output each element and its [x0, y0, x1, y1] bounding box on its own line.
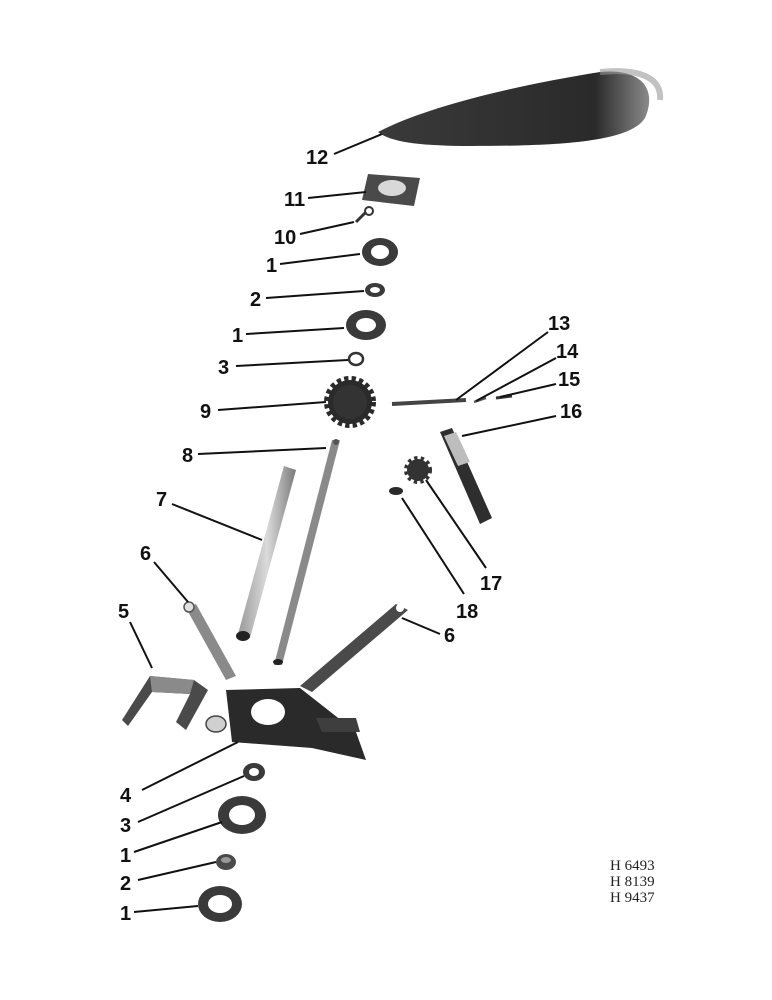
part-18-bolt	[389, 487, 403, 495]
reference-code: H 6493	[610, 858, 655, 874]
leader-2b	[137, 861, 217, 881]
part-4-mounting-plate	[205, 688, 366, 760]
leader-1c	[133, 821, 223, 853]
callout-5: 5	[118, 601, 129, 623]
callout-6: 6	[444, 625, 455, 647]
part-2-bushing-lower	[216, 854, 236, 870]
part-6-link-right	[300, 604, 408, 692]
callout-16: 16	[560, 401, 582, 423]
leader-13	[455, 331, 549, 401]
leader-1b	[245, 327, 345, 335]
leader-9	[217, 401, 327, 411]
callout-4: 4	[120, 785, 132, 807]
leader-3b	[137, 775, 245, 823]
part-5-shield	[122, 676, 208, 730]
leader-5	[129, 621, 153, 669]
part-12-blade	[378, 68, 664, 146]
callout-1: 1	[120, 845, 131, 867]
callout-labels: 12 11 10 1 2 1 3 9 8 13 14 15 16 7 6 5 1…	[118, 147, 582, 925]
part-13-rod	[391, 398, 467, 406]
leader-3a	[235, 359, 349, 367]
part-9-sprocket	[324, 376, 376, 428]
leader-10	[299, 221, 355, 235]
leader-1a	[279, 253, 361, 265]
callout-7: 7	[156, 489, 167, 511]
part-14-clip	[473, 396, 487, 404]
leader-7	[171, 503, 263, 541]
part-16-strap	[440, 428, 492, 524]
leader-2a	[265, 290, 365, 299]
callout-1: 1	[266, 255, 277, 277]
reference-code: H 8139	[610, 874, 655, 890]
callout-17: 17	[480, 573, 502, 595]
leader-6a	[153, 561, 189, 603]
part-1-washer-bottom	[198, 886, 242, 922]
callout-13: 13	[548, 313, 570, 335]
leader-lines	[129, 133, 557, 913]
part-8-shaft	[273, 439, 340, 665]
callout-12: 12	[306, 147, 328, 169]
callout-14: 14	[556, 341, 579, 363]
part-1-washer-upper	[362, 238, 398, 266]
leader-11	[307, 191, 367, 199]
reference-codes: H 6493 H 8139 H 9437	[610, 858, 690, 906]
callout-1: 1	[120, 903, 131, 925]
reference-code: H 9437	[610, 890, 655, 906]
callout-8: 8	[182, 445, 193, 467]
leader-8	[197, 447, 327, 455]
callout-3: 3	[120, 815, 131, 837]
callout-11: 11	[284, 189, 305, 211]
part-1-washer-lower	[218, 796, 266, 834]
leader-17	[425, 479, 487, 569]
part-3-ring-upper	[347, 351, 365, 367]
callout-9: 9	[200, 401, 211, 423]
part-3-ring-lower	[243, 763, 265, 781]
callout-15: 15	[558, 369, 580, 391]
callout-6: 6	[140, 543, 151, 565]
callout-1: 1	[232, 325, 243, 347]
part-10-pin	[354, 206, 374, 224]
part-11-bracket	[362, 174, 420, 206]
callout-2: 2	[120, 873, 131, 895]
leader-6b	[401, 617, 441, 635]
leader-18	[401, 497, 465, 595]
leader-1d	[133, 905, 199, 913]
part-7-tube	[236, 466, 296, 641]
callout-18: 18	[456, 601, 478, 623]
leader-12	[333, 133, 383, 155]
part-17-gear	[404, 456, 432, 484]
part-2-bushing-upper	[365, 283, 385, 297]
leader-4	[141, 741, 239, 791]
part-6-rod-left	[183, 601, 236, 680]
part-1-washer-middle	[346, 310, 386, 340]
callout-3: 3	[218, 357, 229, 379]
callout-2: 2	[250, 289, 261, 311]
callout-10: 10	[274, 227, 296, 249]
leader-15	[499, 383, 557, 398]
leader-14	[475, 357, 557, 402]
leader-16	[461, 415, 557, 437]
